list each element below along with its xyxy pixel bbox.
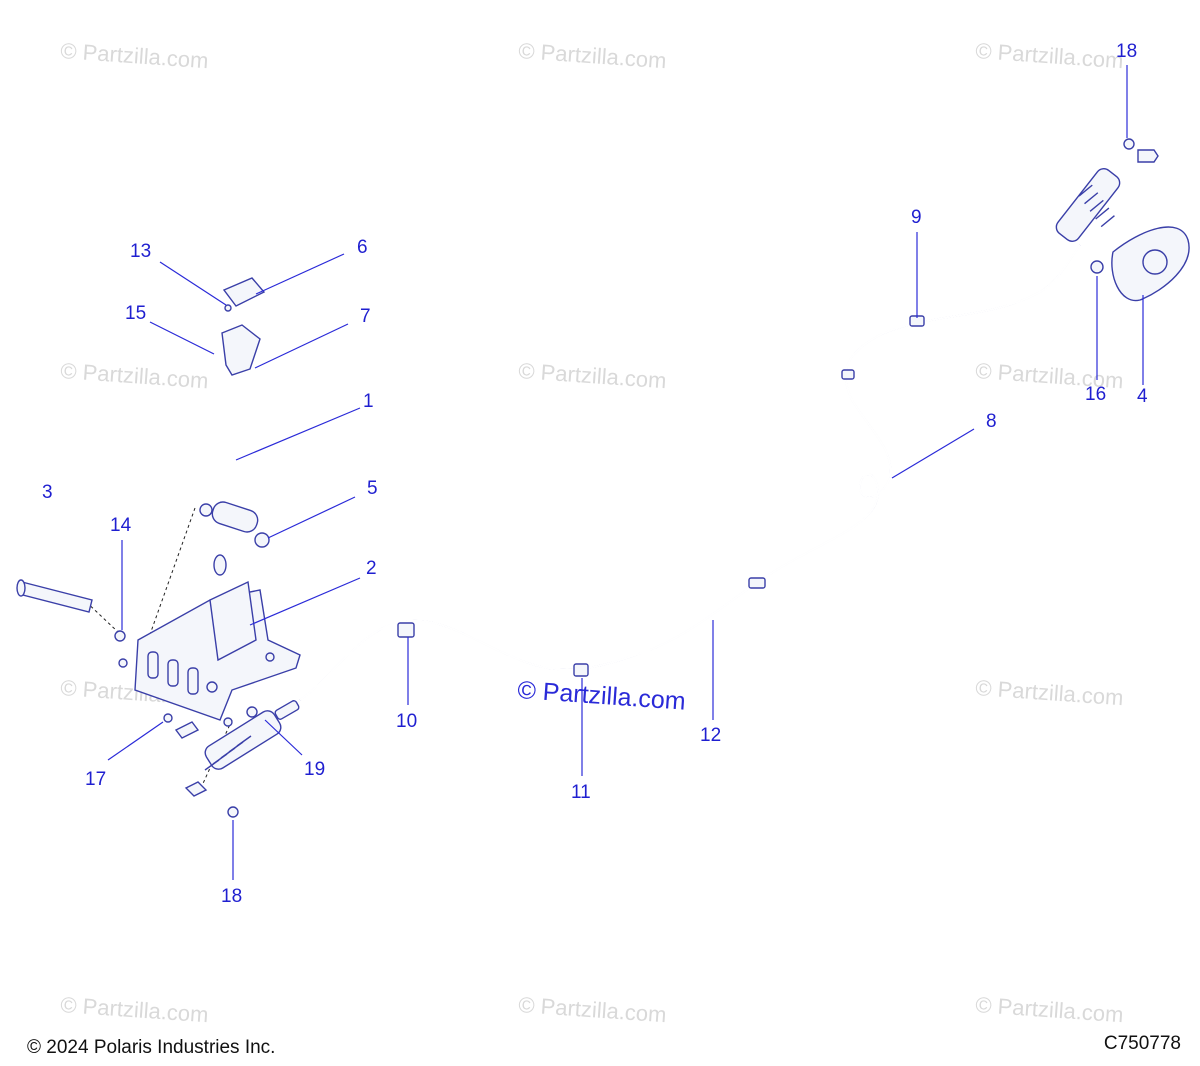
callout-label: 2	[366, 558, 377, 579]
cable-clips	[397, 315, 925, 677]
callout-label: 10	[396, 711, 417, 732]
clip-icon	[397, 622, 415, 638]
lever-eye-icon	[213, 554, 227, 576]
shift-lever	[199, 277, 270, 576]
callout-label: 3	[42, 482, 53, 503]
watermark-group: © Partzilla.com © Partzilla.com © Partzi…	[60, 38, 1125, 1027]
bracket-slot-icon	[187, 667, 199, 695]
cable-end-front	[184, 700, 300, 818]
watermark: © Partzilla.com	[518, 992, 668, 1027]
bolt-head-icon	[16, 579, 26, 597]
clip-icon	[246, 706, 258, 718]
watermark: © Partzilla.com	[60, 992, 210, 1027]
bolt-icon	[163, 713, 173, 723]
bushing-icon	[199, 503, 213, 517]
copyright-text: © 2024 Polaris Industries Inc.	[27, 1037, 276, 1058]
callout-label: 17	[85, 769, 106, 790]
rod-end-icon	[1137, 149, 1159, 163]
bolt-icon	[265, 652, 275, 662]
nut-icon	[114, 630, 126, 642]
cable-boot	[204, 710, 282, 770]
clip-icon	[748, 577, 766, 589]
screw-icon	[224, 304, 232, 312]
watermark: © Partzilla.com	[60, 38, 210, 73]
clip-icon	[841, 369, 855, 380]
cable-end-rear	[1055, 138, 1190, 302]
watermark: © Partzilla.com	[518, 38, 668, 73]
shift-cable	[299, 244, 1081, 701]
nut-icon	[1090, 260, 1104, 274]
callout-label: 13	[130, 241, 151, 262]
watermark: © Partzilla.com	[975, 38, 1125, 73]
bolt-icon	[206, 681, 218, 693]
knob-cap-icon	[222, 277, 266, 307]
nut-icon	[227, 806, 239, 818]
callout-label: 4	[1137, 386, 1148, 407]
pivot-bolt	[16, 579, 126, 642]
clip-icon	[573, 663, 589, 677]
bushing-icon	[254, 532, 270, 548]
callout-label: 18	[221, 886, 242, 907]
bracket-wall-icon	[209, 580, 257, 662]
callout-label: 15	[125, 303, 146, 324]
bracket-hole-icon	[1142, 249, 1168, 275]
callout-label: 11	[571, 782, 591, 803]
watermark: © Partzilla.com	[518, 358, 668, 393]
callout-group: 18 9 13 6 15 7 1 16 4 8 3 14 5 2 10 12 1…	[42, 41, 1148, 907]
center-watermark: © Partzilla.com	[517, 676, 687, 716]
callout-label: 19	[304, 759, 325, 780]
watermark: © Partzilla.com	[60, 358, 210, 393]
callout-label: 6	[357, 237, 368, 258]
leader-lines	[107, 65, 1144, 880]
bracket-slot-icon	[147, 651, 159, 679]
bolt-shaft-icon	[18, 581, 93, 613]
watermark: © Partzilla.com	[975, 992, 1125, 1027]
pivot-tube-icon	[211, 501, 259, 533]
cable-stop-icon	[174, 721, 200, 739]
callout-label: 8	[986, 411, 997, 432]
callout-label: 18	[1116, 41, 1137, 62]
watermark: © Partzilla.com	[975, 675, 1125, 710]
bolt-icon	[223, 717, 233, 727]
callout-label: 14	[110, 515, 132, 536]
bracket-slot-icon	[167, 659, 179, 687]
callout-label: 12	[700, 725, 721, 746]
callout-label: 16	[1085, 384, 1106, 405]
drawing-id: C750778	[1103, 1033, 1181, 1054]
cable-sleeve-icon	[274, 700, 300, 720]
bolt-icon	[118, 658, 128, 668]
shift-knob-icon	[221, 324, 261, 376]
nut-icon	[1123, 138, 1135, 150]
cable-boot	[1055, 168, 1121, 242]
callout-label: 1	[363, 391, 374, 412]
callout-label: 7	[360, 306, 371, 327]
shifter-bracket	[118, 580, 301, 739]
rod-end-icon	[184, 781, 208, 797]
callout-label: 9	[911, 207, 922, 228]
callout-label: 5	[367, 478, 378, 499]
